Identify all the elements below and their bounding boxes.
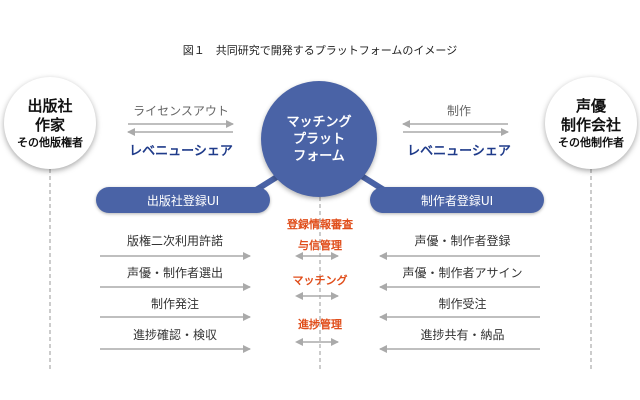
figure-title: 図１ 共同研究で開発するプラットフォームのイメージ bbox=[182, 44, 458, 57]
license-out-label: ライセンスアウト bbox=[133, 104, 229, 118]
left-revenue-share-label: レベニューシェア bbox=[129, 144, 233, 159]
left-item: 制作発注 bbox=[150, 297, 199, 311]
right-item: 声優・制作者アサイン bbox=[402, 266, 523, 280]
left-item: 声優・制作者選出 bbox=[126, 266, 223, 280]
creator-registration-ui: 制作者登録UI bbox=[370, 187, 544, 213]
platform-circle: マッチング プラット フォーム bbox=[261, 81, 377, 197]
right-revenue-share-label: レベニューシェア bbox=[407, 144, 511, 159]
left-party-line1: 出版社 bbox=[27, 96, 73, 115]
production-label: 制作 bbox=[446, 104, 471, 118]
platform-function: 与信管理 bbox=[298, 239, 342, 252]
publisher-registration-ui: 出版社登録UI bbox=[96, 187, 270, 213]
right-item: 進捗共有・納品 bbox=[420, 328, 505, 342]
platform-function: 登録情報審査 bbox=[287, 218, 353, 231]
left-item: 進捗確認・検収 bbox=[132, 328, 217, 342]
right-item: 声優・制作者登録 bbox=[414, 234, 511, 248]
platform-line2: プラット bbox=[292, 131, 345, 147]
right-party-line2: 制作会社 bbox=[560, 115, 621, 134]
right-party-line1: 声優 bbox=[575, 96, 606, 115]
right-item: 制作受注 bbox=[438, 297, 487, 311]
platform-function: マッチング bbox=[292, 274, 348, 287]
platform-line3: フォーム bbox=[293, 148, 345, 164]
left-party-line3: その他版権者 bbox=[17, 135, 83, 149]
right-party-circle: 声優 制作会社 その他制作者 bbox=[545, 77, 637, 169]
right-party-line3: その他制作者 bbox=[558, 135, 624, 149]
platform-line1: マッチング bbox=[286, 114, 352, 130]
platform-function: 進捗管理 bbox=[298, 318, 342, 331]
left-party-circle: 出版社 作家 その他版権者 bbox=[4, 77, 96, 169]
left-party-line2: 作家 bbox=[34, 115, 65, 134]
left-item: 版権二次利用許諾 bbox=[126, 234, 223, 248]
